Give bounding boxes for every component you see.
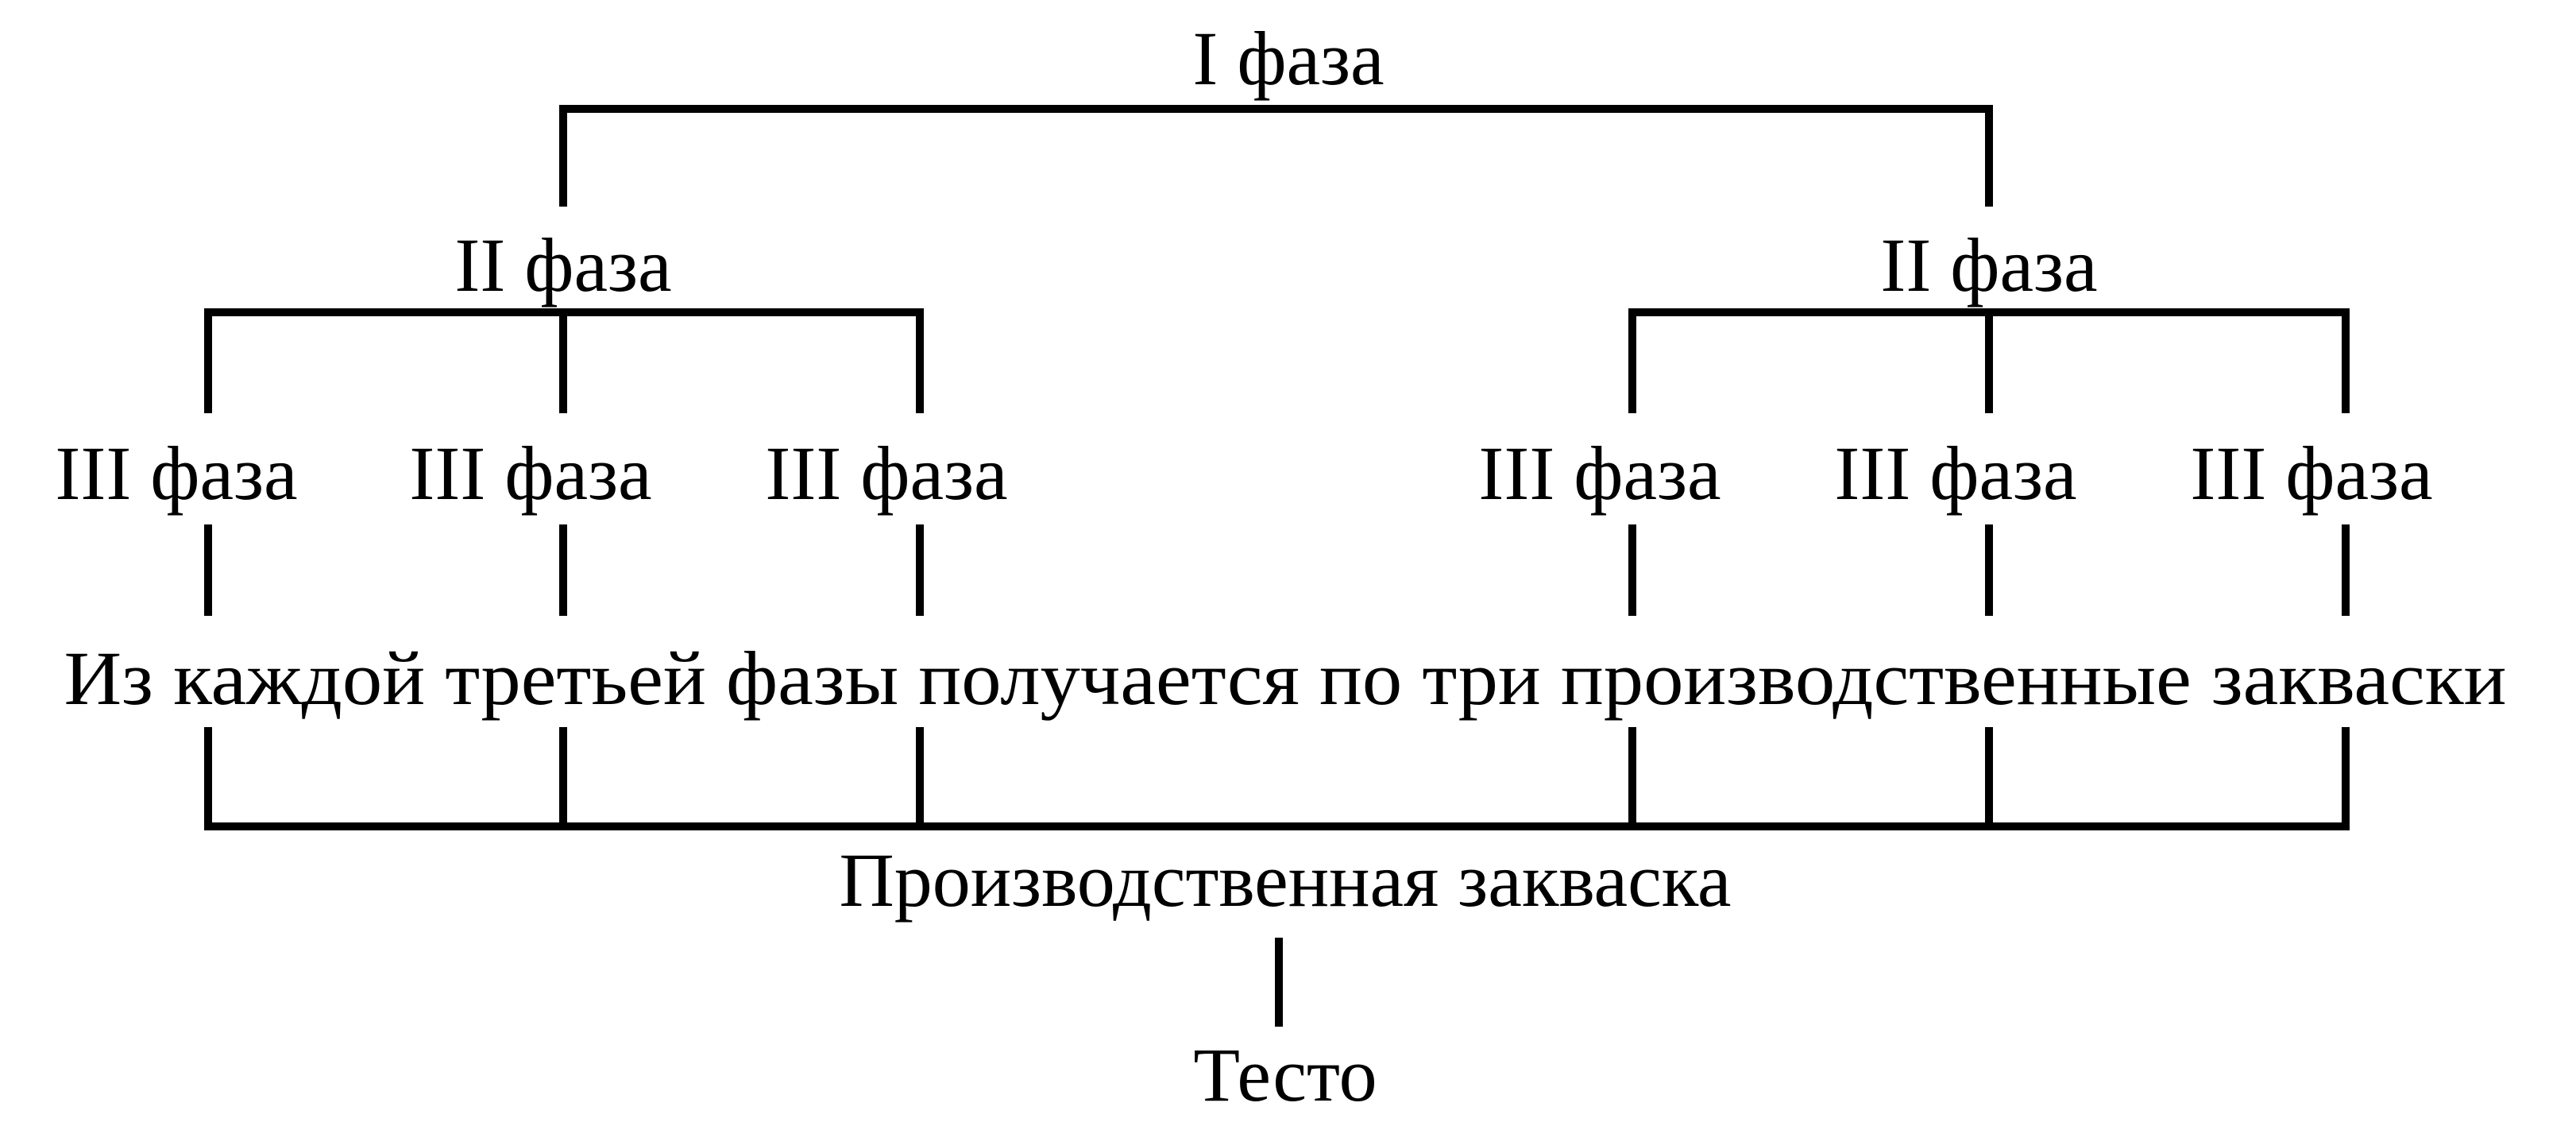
phase-2-right-label: II фаза (1880, 222, 2097, 308)
phase-3-label: III фаза (1478, 431, 1721, 516)
phase-3-label: III фаза (409, 431, 651, 516)
production-collect-bracket (204, 727, 2350, 830)
phase-2-left-label: II фаза (454, 222, 671, 308)
phase-3-label: III фаза (55, 431, 297, 516)
phase-1-bracket (559, 105, 1993, 207)
phase-3-label: III фаза (1834, 431, 2076, 516)
phase-1-label: I фаза (1192, 16, 1384, 101)
phase-3-label: III фаза (765, 431, 1007, 516)
production-starter-label: Производственная закваска (839, 838, 1731, 923)
dough-label: Тесто (1193, 1032, 1377, 1117)
production-note: Из каждой третьей фазы получается по три… (64, 636, 2507, 721)
phase-3-label: III фаза (2190, 431, 2432, 516)
